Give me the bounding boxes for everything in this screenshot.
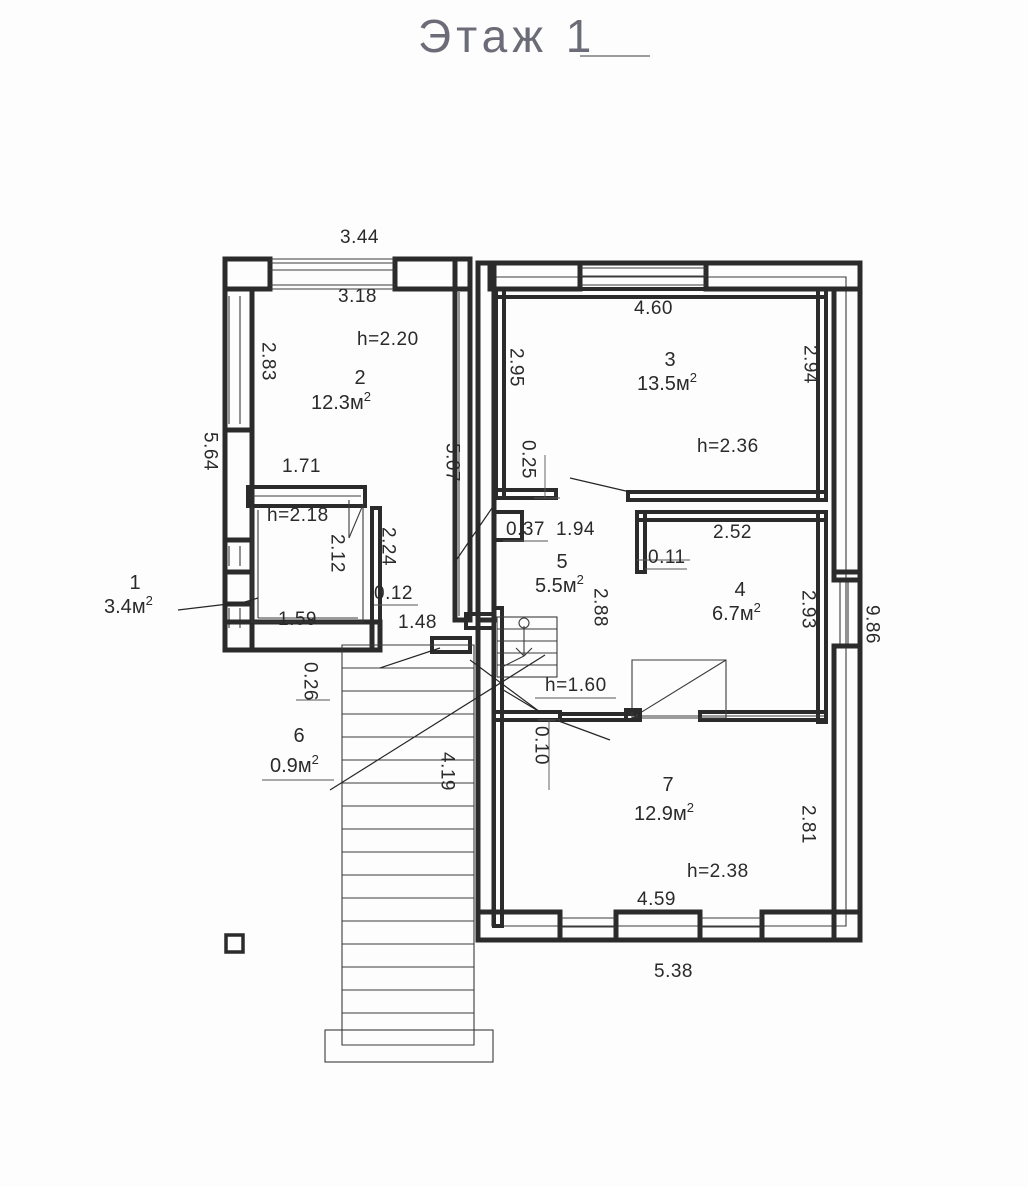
room-7-area-value: 12.9: [634, 803, 673, 825]
room-2-area-sup: 2: [364, 389, 371, 404]
dim-step-026: 0.26: [300, 662, 321, 701]
dim-pier-012: 0.12: [374, 583, 413, 604]
left-wing-walls: [222, 256, 473, 653]
dim-room3-left: 2.95: [506, 348, 527, 387]
svg-text:3.4м2: 3.4м2: [104, 593, 153, 618]
dim-corridor-148: 1.48: [398, 612, 437, 633]
room-5-number: 5: [556, 551, 567, 573]
svg-text:6.7м2: 6.7м2: [712, 600, 761, 625]
room-3-area: 13.5м2: [637, 370, 697, 395]
dim-offset-010: 0.10: [531, 726, 552, 765]
dim-stair-length: 4.19: [437, 752, 458, 791]
room-6-number: 6: [293, 725, 304, 747]
leader-lines: [177, 477, 631, 791]
dim-room7-right: 2.81: [798, 805, 819, 844]
room-3-area-unit: м: [676, 373, 690, 395]
room-7-area-sup: 2: [687, 800, 694, 815]
dim-room3-top: 4.60: [634, 298, 673, 319]
room-4-area-unit: м: [740, 603, 754, 625]
label-h-218: h=2.18: [267, 505, 329, 526]
room-7-area: 12.9м2: [634, 800, 694, 825]
dim-right-wall-total: 9.86: [862, 605, 883, 644]
room-2-number: 2: [354, 367, 365, 389]
room-6-area-sup: 2: [312, 752, 319, 767]
room-3-walls: [494, 287, 828, 502]
dim-offset-037: 0.37: [506, 519, 545, 540]
label-h-220: h=2.20: [357, 329, 419, 350]
small-square-marker-icon: [224, 933, 245, 954]
label-h-236: h=2.36: [697, 436, 759, 457]
room-1-area: 3.4м2: [104, 593, 153, 618]
dim-niche-inner-h: 2.12: [327, 534, 348, 573]
exterior-stair-treads-icon: [324, 644, 494, 1063]
room-6-area: 0.9м2: [270, 752, 319, 777]
room-3-area-value: 13.5: [637, 373, 676, 395]
room-2-area-value: 12.3: [311, 392, 350, 414]
svg-text:5.5м2: 5.5м2: [535, 572, 584, 597]
dim-niche-bottom: 1.59: [278, 609, 317, 630]
dim-room4-top: 2.52: [713, 522, 752, 543]
room-2-area: 12.3м2: [311, 389, 371, 414]
dim-corridor-288: 2.88: [590, 588, 611, 627]
dim-top-inner-left: 3.18: [338, 286, 377, 307]
dim-left-wall-total: 5.64: [200, 432, 221, 471]
dim-room3-right: 2.94: [800, 345, 821, 384]
room-1-area-value: 3.4: [104, 596, 132, 618]
svg-text:13.5м2: 13.5м2: [637, 370, 697, 395]
dim-room4-right: 2.93: [798, 590, 819, 629]
room-4-area: 6.7м2: [712, 600, 761, 625]
room-4-area-sup: 2: [754, 600, 761, 615]
room-4-number: 4: [734, 579, 745, 601]
dim-offset-011: 0.11: [648, 547, 686, 568]
room-5-area-value: 5.5: [535, 575, 563, 597]
room-3-area-sup: 2: [690, 370, 697, 385]
room-1-number: 1: [129, 572, 140, 594]
room-7-area-unit: м: [673, 803, 687, 825]
room-3-number: 3: [664, 349, 675, 371]
dim-mid-left-vertical: 5.07: [442, 443, 463, 482]
svg-text:12.9м2: 12.9м2: [634, 800, 694, 825]
room-4-5-walls: [492, 510, 828, 928]
dim-room7-bottom-outer: 5.38: [654, 961, 693, 982]
room-7-number: 7: [662, 774, 673, 796]
interior-stair-icon: [430, 612, 558, 678]
dim-room7-bottom-inner: 4.59: [637, 889, 676, 910]
room-6-area-unit: м: [298, 755, 312, 777]
dim-offset-025: 0.25: [518, 440, 539, 479]
page-title: Этаж 1: [418, 10, 596, 62]
room-5-area-unit: м: [563, 575, 577, 597]
svg-text:12.3м2: 12.3м2: [311, 389, 371, 414]
label-h-160: h=1.60: [545, 675, 607, 696]
dim-left-wall-upper: 2.83: [258, 342, 279, 381]
room-5-area-sup: 2: [577, 572, 584, 587]
dim-offset-194: 1.94: [556, 519, 595, 540]
dim-niche-right-h: 2.24: [378, 527, 399, 566]
room-1-area-unit: м: [132, 596, 146, 618]
room-2-area-unit: м: [350, 392, 364, 414]
room-1-area-sup: 2: [146, 593, 153, 608]
room-5-area: 5.5м2: [535, 572, 584, 597]
room-1-niche: [246, 485, 382, 624]
svg-text:0.9м2: 0.9м2: [270, 752, 319, 777]
door-swing-diagonal-icon: [624, 659, 727, 722]
room-4-area-value: 6.7: [712, 603, 740, 625]
room-6-area-value: 0.9: [270, 755, 298, 777]
label-h-238: h=2.38: [687, 861, 749, 882]
dim-top-outer: 3.44: [340, 227, 379, 248]
dim-niche-width: 1.71: [282, 456, 321, 477]
